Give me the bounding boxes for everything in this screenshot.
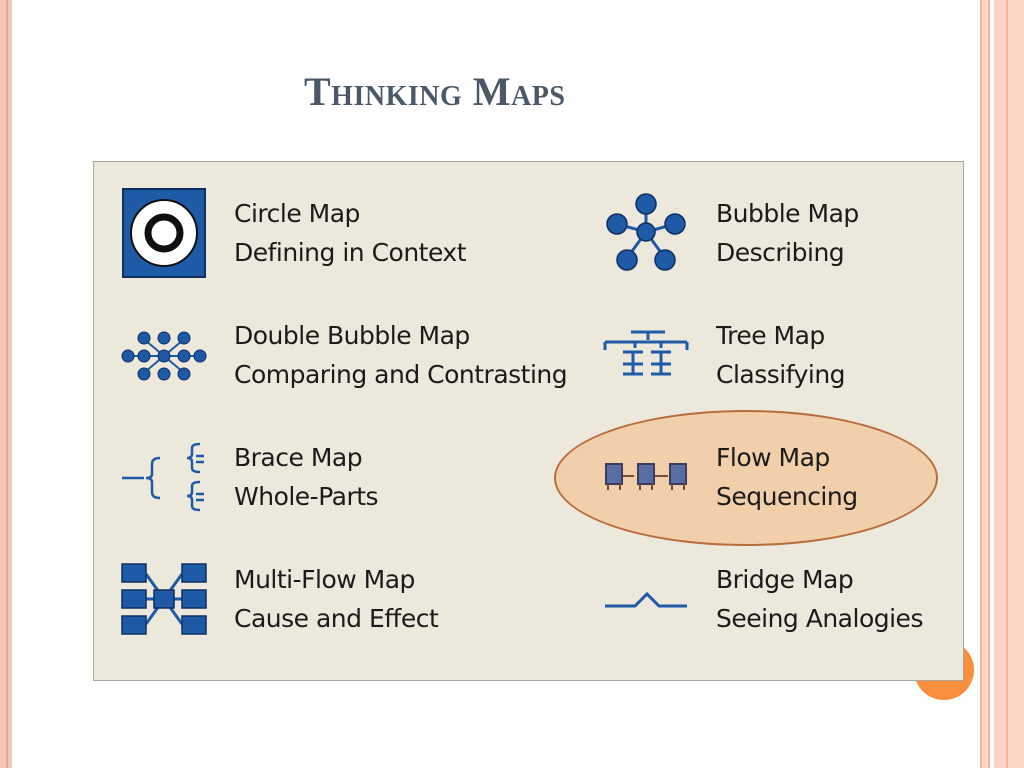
map-purpose: Classifying	[716, 360, 846, 389]
map-label-flow: Flow Map Sequencing	[716, 438, 858, 516]
bridge-map-icon	[605, 591, 687, 608]
bubble-map-icon	[606, 193, 686, 271]
map-purpose: Seeing Analogies	[716, 604, 923, 633]
circle-map-icon	[122, 188, 206, 278]
map-name: Brace Map	[234, 443, 363, 472]
multi-flow-map-icon	[121, 563, 207, 635]
map-name: Bubble Map	[716, 199, 859, 228]
brace-map-icon	[122, 442, 204, 512]
slide-title: Thinking Maps	[304, 69, 566, 114]
left-decorative-border	[0, 0, 12, 768]
map-label-double-bubble: Double Bubble Map Comparing and Contrast…	[234, 316, 568, 394]
map-name: Bridge Map	[716, 565, 854, 594]
map-label-multi-flow: Multi-Flow Map Cause and Effect	[234, 560, 439, 638]
map-name: Flow Map	[716, 443, 830, 472]
map-purpose: Defining in Context	[234, 238, 467, 267]
map-name: Double Bubble Map	[234, 321, 470, 350]
map-purpose: Sequencing	[716, 482, 858, 511]
right-decorative-border	[978, 0, 1024, 768]
map-name: Circle Map	[234, 199, 360, 228]
map-purpose: Whole-Parts	[234, 482, 379, 511]
map-name: Multi-Flow Map	[234, 565, 415, 594]
double-bubble-map-icon	[121, 331, 207, 381]
map-name: Tree Map	[716, 321, 825, 350]
flow-map-icon	[605, 463, 687, 490]
tree-map-icon	[603, 330, 689, 376]
map-label-bubble: Bubble Map Describing	[716, 194, 859, 272]
map-label-tree: Tree Map Classifying	[716, 316, 846, 394]
map-label-bridge: Bridge Map Seeing Analogies	[716, 560, 923, 638]
map-purpose: Comparing and Contrasting	[234, 360, 568, 389]
map-purpose: Describing	[716, 238, 845, 267]
map-label-circle: Circle Map Defining in Context	[234, 194, 467, 272]
map-purpose: Cause and Effect	[234, 604, 439, 633]
map-label-brace: Brace Map Whole-Parts	[234, 438, 379, 516]
